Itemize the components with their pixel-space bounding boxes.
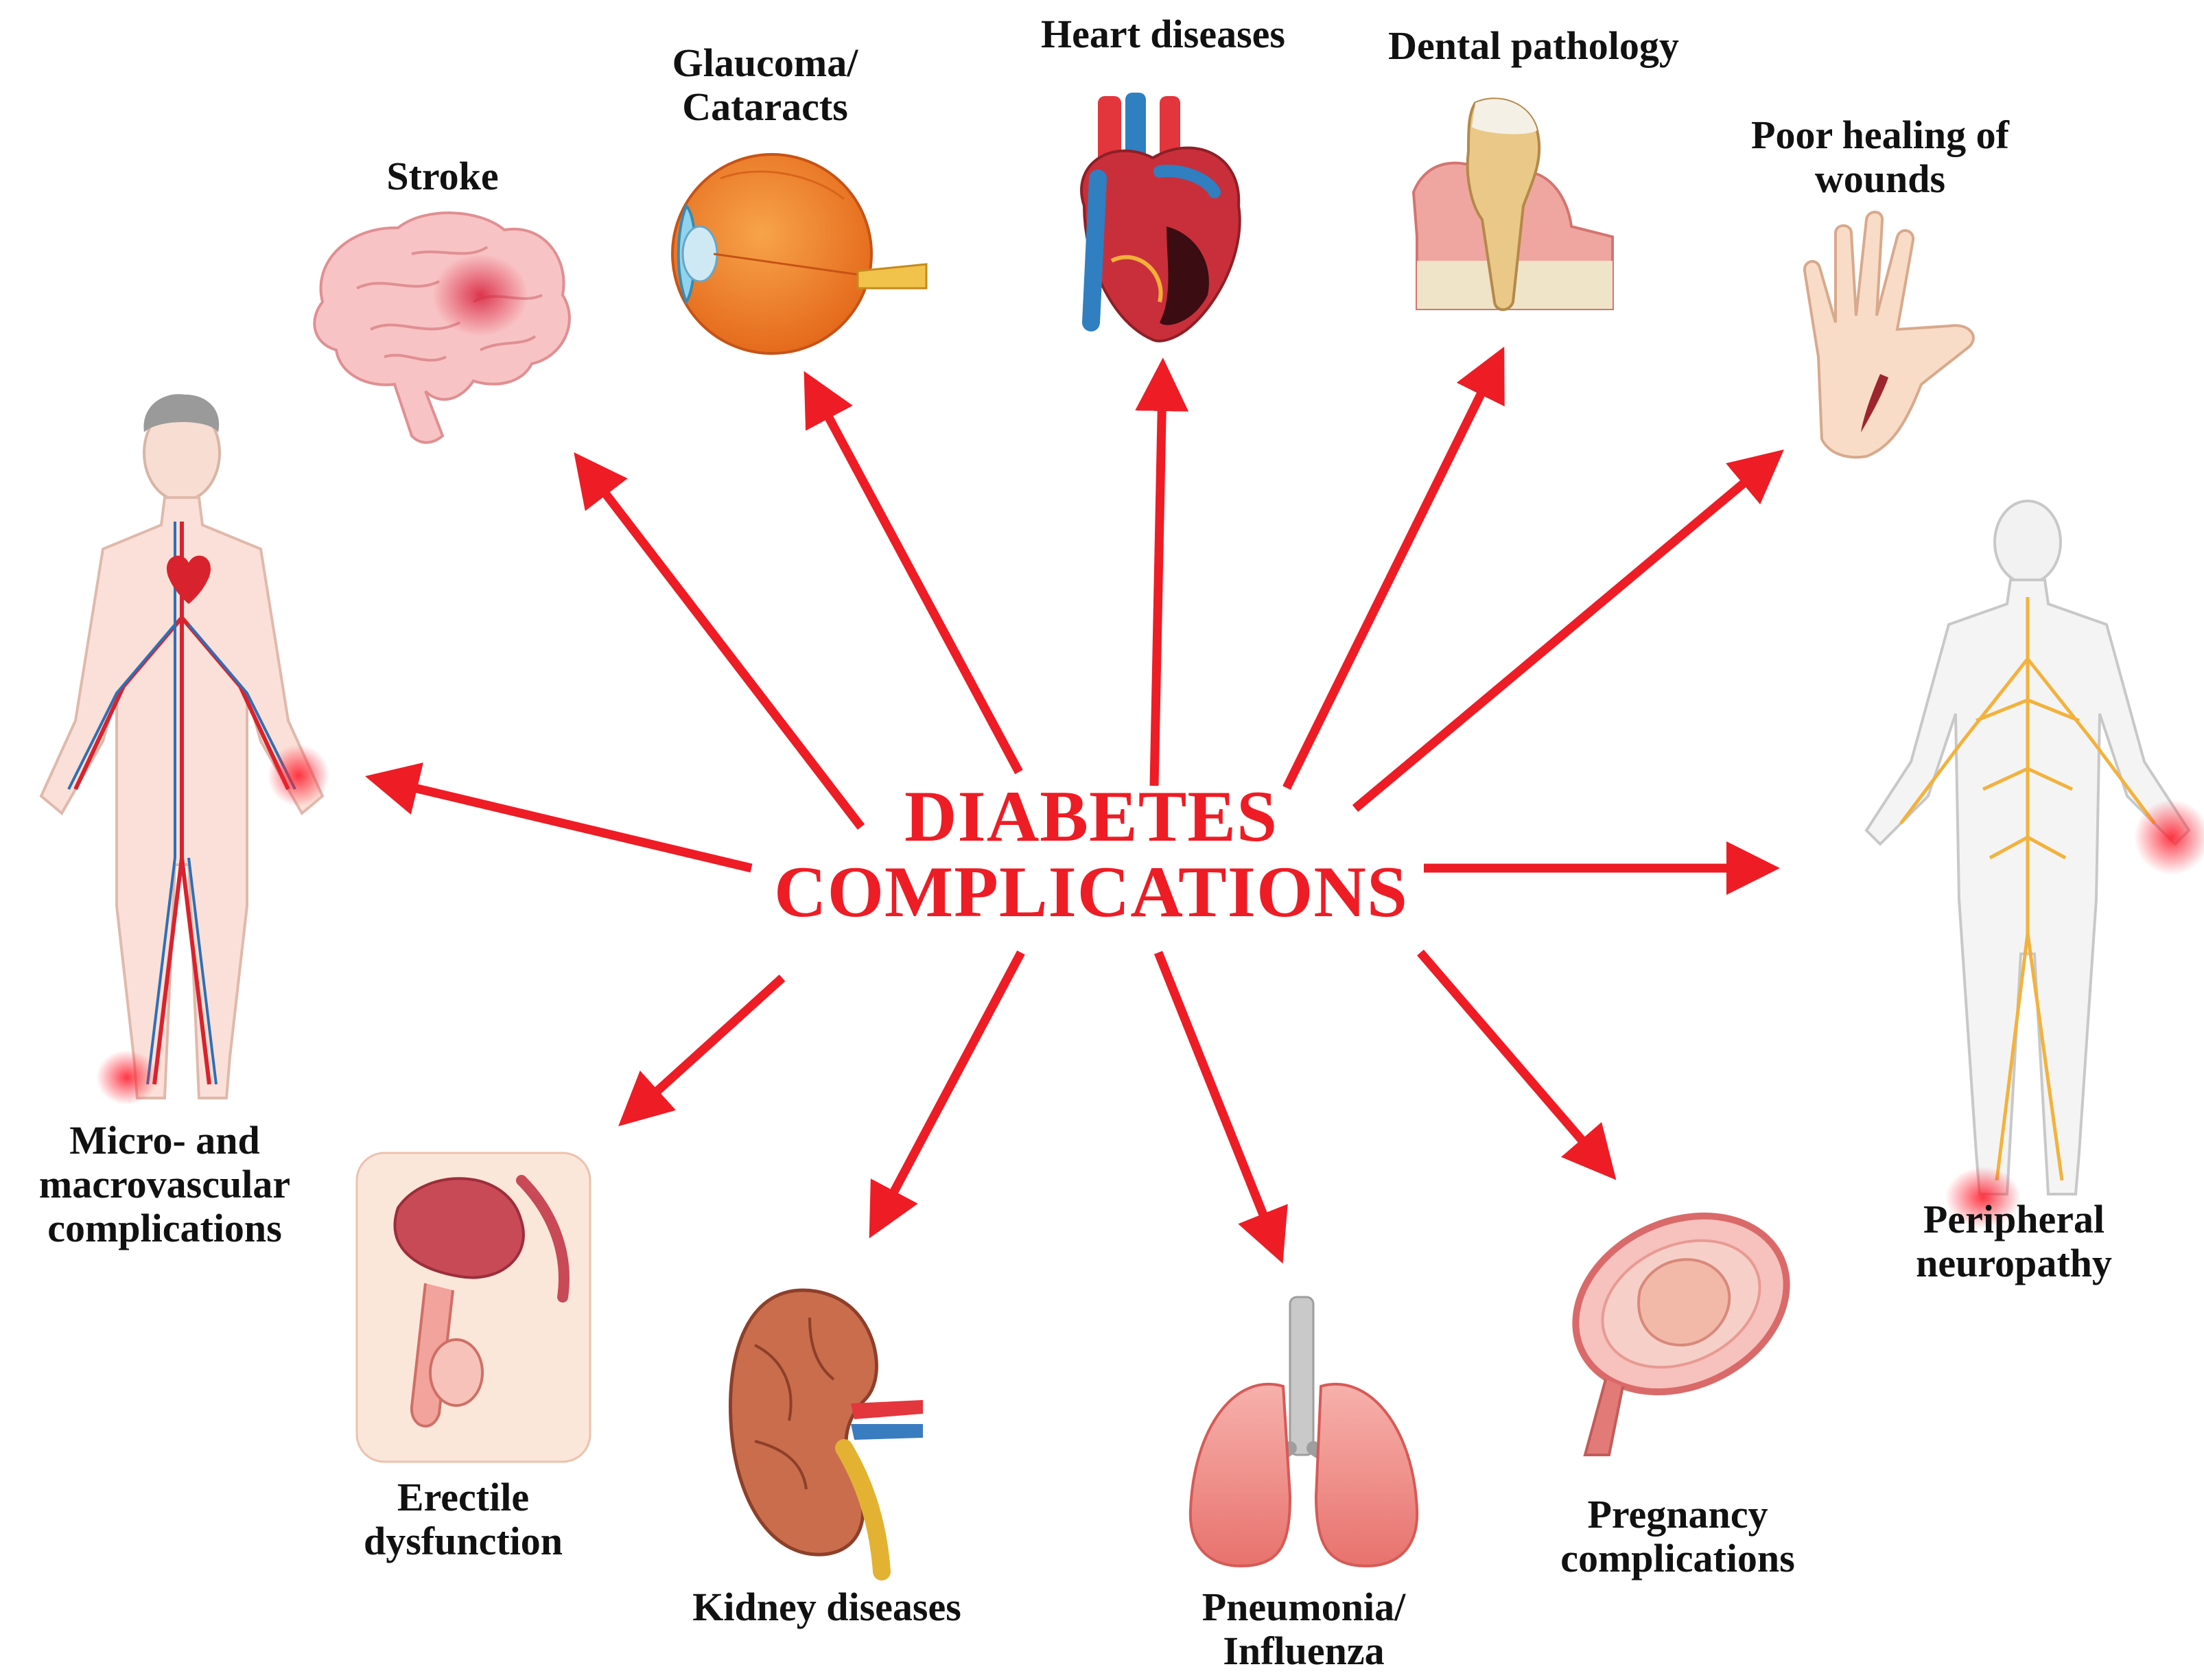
arrow-dental — [1282, 347, 1505, 790]
arrow-vascular — [365, 762, 753, 873]
tooth-icon — [1411, 97, 1614, 312]
label-poor-healing-of-wounds: Poor healing of wounds — [1751, 113, 2009, 201]
lungs-icon — [1188, 1296, 1419, 1567]
circulatory-system-body-icon — [39, 394, 329, 1105]
center-title-line-2: COMPLICATIONS — [774, 852, 1408, 932]
center-title-line-1: DIABETES — [904, 776, 1278, 856]
arrow-pregnancy — [1417, 949, 1617, 1180]
arrows — [365, 347, 1784, 1264]
heart-icon — [1080, 93, 1241, 342]
label-pneumonia-influenza: Pneumonia/ Influenza — [1201, 1585, 1406, 1673]
label-kidney-diseases: Kidney diseases — [692, 1585, 961, 1629]
arrow-pneumonia — [1153, 950, 1288, 1264]
uterus-fetus-icon — [1572, 1212, 1790, 1456]
eye-icon — [671, 153, 928, 355]
arrow-kidney — [869, 950, 1025, 1239]
arrow-erectile — [618, 975, 786, 1127]
arrow-heart — [1135, 358, 1189, 786]
label-glaucoma-cataracts: Glaucoma/ Cataracts — [672, 40, 858, 129]
label-dental-pathology: Dental pathology — [1388, 23, 1679, 68]
brain-icon — [313, 211, 571, 444]
male-pelvis-icon — [355, 1152, 591, 1463]
label-stroke: Stroke — [386, 154, 499, 198]
label-micro-and-macrovascular-complications: Micro- and macrovascular complications — [38, 1118, 291, 1250]
arrow-stroke — [574, 452, 865, 830]
label-peripheral-neuropathy: Peripheral neuropathy — [1916, 1197, 2112, 1285]
nervous-system-body-icon — [1864, 500, 2204, 1228]
arrow-eye — [804, 371, 1023, 775]
label-pregnancy-complications: Pregnancy complications — [1560, 1492, 1795, 1580]
arrow-wounds — [1352, 449, 1784, 812]
label-erectile-dysfunction: Erectile dysfunction — [363, 1475, 563, 1563]
wounded-hand-icon — [1803, 211, 1975, 459]
center-title: DIABETES COMPLICATIONS — [745, 779, 1438, 930]
kidney-icon — [728, 1288, 923, 1580]
label-heart-diseases: Heart diseases — [1041, 12, 1285, 56]
